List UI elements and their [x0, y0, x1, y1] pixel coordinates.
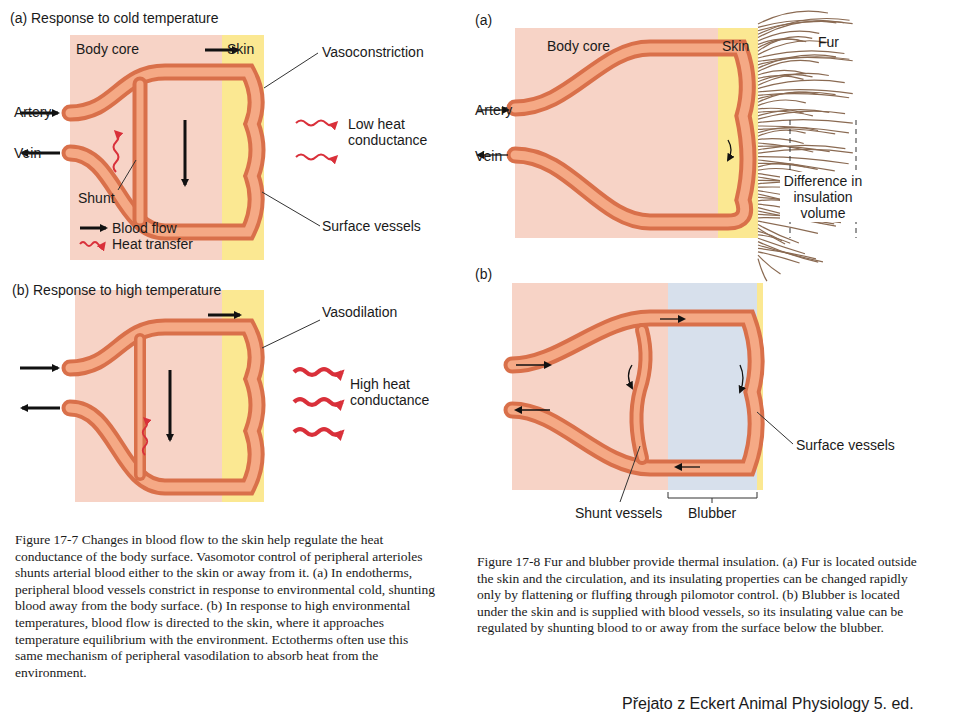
vessel-label: Vein [14, 145, 41, 161]
fur-strand [758, 157, 849, 164]
fur-strand [758, 41, 828, 55]
region-label: Body core [76, 41, 139, 57]
fur-strand [758, 111, 845, 119]
callout-label: Vasodilation [322, 304, 397, 320]
panel-title: (b) Response to high temperature [12, 282, 221, 298]
fur-strand [758, 139, 804, 144]
callout-label: Blubber [688, 505, 736, 521]
callout-label: Difference in insulation volume [780, 172, 866, 222]
skin-band: Skin [718, 28, 758, 238]
callout-label: Fur [818, 34, 839, 50]
panel-title: (a) [475, 12, 492, 28]
region-label: Skin [722, 38, 749, 54]
vessel-label: Vein [475, 148, 502, 164]
legend-text: Blood flow [112, 220, 177, 236]
callout-label: Vasoconstriction [322, 44, 424, 60]
fur-strand [758, 19, 850, 35]
panel-title: (b) [475, 266, 492, 282]
fur-strand [758, 120, 853, 124]
callout-label: Surface vessels [322, 218, 421, 234]
body-core-region: Body core [515, 28, 718, 238]
fur-strand [758, 235, 790, 244]
fur-strand [758, 21, 853, 30]
vessel-label: Artery [14, 104, 51, 120]
callout-label: Surface vessels [796, 437, 895, 453]
callout-label: Low heat conductance [348, 116, 438, 148]
fur-strand [758, 73, 829, 85]
fur-strand [758, 92, 818, 102]
fur-strand [758, 80, 845, 88]
callout-label: Shunt [78, 190, 115, 206]
figure-caption: Figure 17-8 Fur and blubber provide ther… [477, 554, 925, 637]
fur-strand [758, 130, 806, 136]
fur-strand [758, 60, 819, 71]
fur-strand [758, 146, 830, 152]
panel-title: (a) Response to cold temperature [10, 10, 219, 26]
fur-strand [758, 259, 767, 282]
fur-strand [758, 228, 785, 244]
region-label: Body core [547, 38, 610, 54]
legend-sample [80, 242, 104, 246]
legend-text: Heat transfer [112, 236, 193, 252]
fur-strand [758, 221, 818, 233]
callout-label: Shunt vessels [575, 505, 662, 521]
vessel-label: Artery [475, 102, 512, 118]
fur-strand [758, 100, 806, 106]
region-label: Skin [227, 41, 254, 57]
legend-sample [80, 227, 106, 230]
skin-band: Skin [222, 35, 264, 260]
fur-strand [758, 149, 853, 153]
callout-label: High heat conductance [350, 376, 440, 408]
fur-strand [758, 163, 805, 167]
source-note: Přejato z Eckert Animal Physiology 5. ed… [618, 692, 918, 715]
figure-caption: Figure 17-7 Changes in blood flow to the… [15, 532, 435, 681]
fur-strand [758, 255, 781, 274]
